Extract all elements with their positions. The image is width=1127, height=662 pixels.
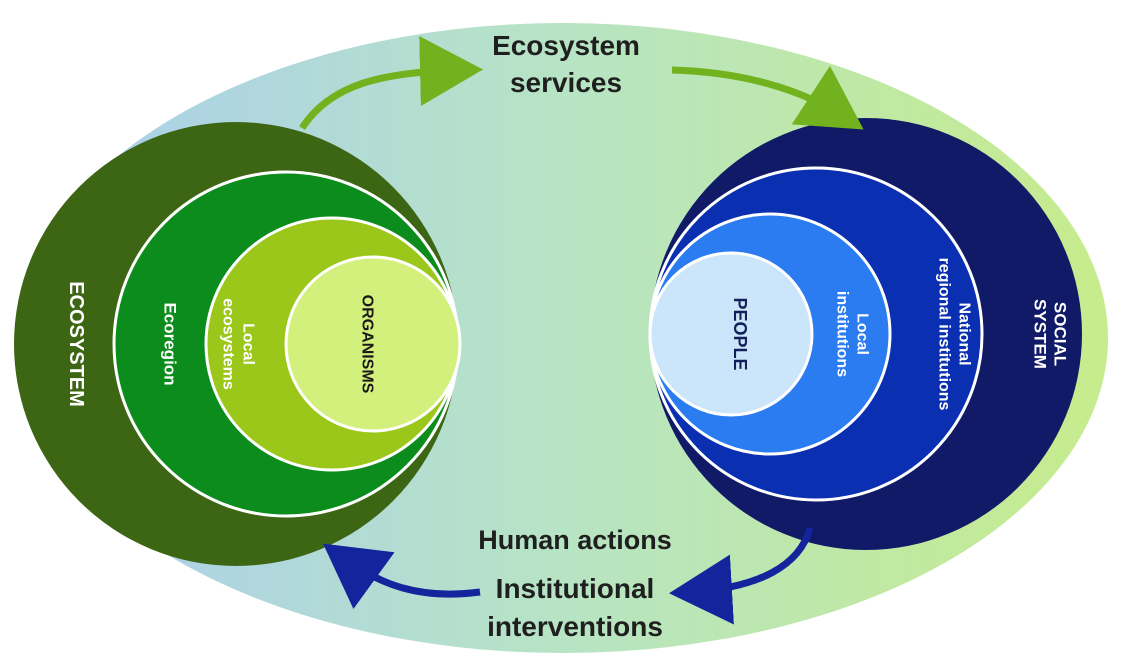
ecosystem-services-label-line2: services [510, 67, 622, 98]
social-system-label-line1: SOCIAL [1051, 302, 1070, 366]
ecosystem-group [14, 122, 462, 566]
local-ecosystems-label-line1: Local [240, 323, 257, 365]
organisms-circle [284, 255, 462, 433]
institutional-interventions-label-line1: Institutional [496, 573, 655, 604]
people-label: PEOPLE [730, 297, 750, 370]
social-system-label-line2: SYSTEM [1031, 299, 1050, 369]
ecosystem-services-label-line1: Ecosystem [492, 30, 640, 61]
arrow-from-social-system [669, 526, 814, 625]
social-system-group [648, 118, 1082, 550]
arrow-to-ecosystem-services [299, 36, 483, 130]
national-institutions-label-line1: National [956, 302, 973, 365]
organisms-label: ORGANISMS [359, 295, 376, 394]
local-ecosystems-label-line2: ecosystems [220, 298, 237, 390]
arrow-from-ecosystem-services [671, 65, 864, 130]
institutional-interventions-label-line2: interventions [487, 611, 663, 642]
arrow-to-ecosystem [322, 543, 481, 609]
ecoregion-label: Ecoregion [161, 302, 180, 385]
national-institutions-label-line2: regional institutions [936, 258, 953, 411]
local-institutions-label-line2: institutions [834, 291, 851, 377]
people-circle [648, 251, 814, 417]
human-actions-label: Human actions [478, 525, 672, 555]
local-institutions-label-line1: Local [854, 313, 871, 355]
ecosystem-outer-label: ECOSYSTEM [65, 281, 87, 407]
